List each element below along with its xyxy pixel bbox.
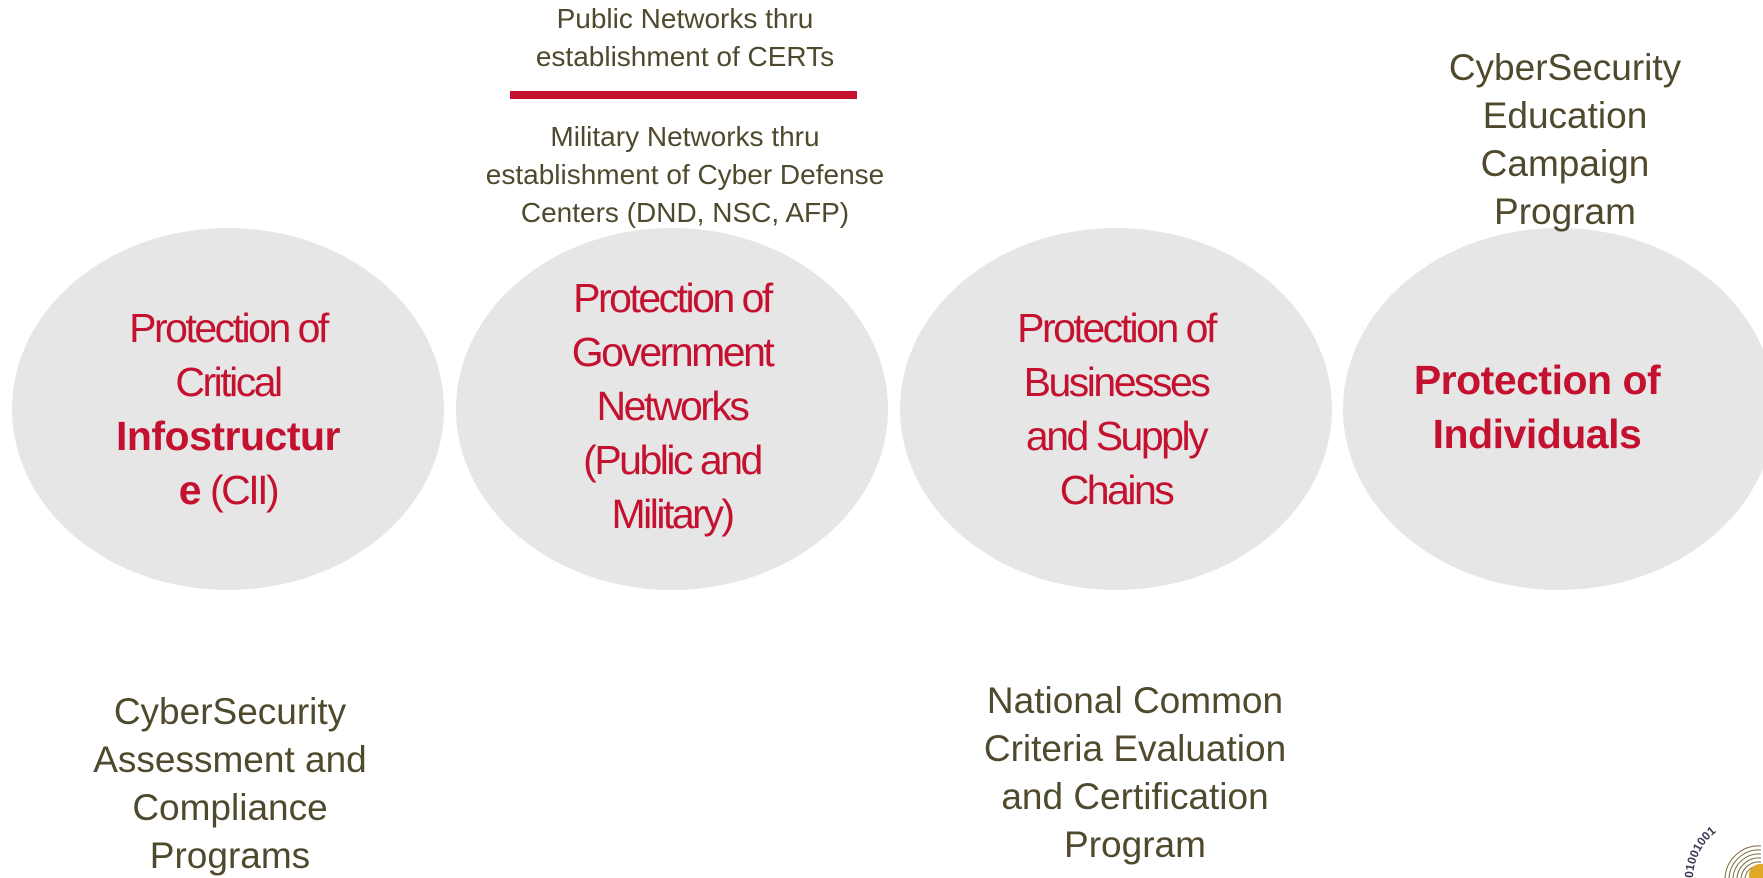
circle-line-bold: Individuals — [1432, 411, 1642, 457]
note-line: Education — [1482, 95, 1648, 136]
note-line: establishment of Cyber Defense — [485, 159, 885, 190]
note-line: Military Networks thru — [550, 121, 820, 152]
circle-line: Government — [571, 329, 775, 375]
circle-government-networks-label: Protection of Government Networks (Publi… — [571, 271, 775, 541]
circle-critical-infostructure: Protection of Critical Infostructur e (C… — [12, 228, 444, 590]
circle-line: Chains — [1059, 467, 1175, 513]
note-line: National Common — [986, 680, 1284, 721]
note-line: CyberSecurity — [1448, 47, 1682, 88]
note-line: establishment of CERTs — [535, 41, 835, 72]
circle-critical-infostructure-label: Protection of Critical Infostructur e (C… — [115, 301, 341, 517]
svg-text:01001001: 01001001 — [1682, 823, 1719, 878]
note-line: Campaign — [1480, 143, 1650, 184]
circle-individuals: Protection of Individuals — [1343, 228, 1763, 590]
circle-line: and Supply — [1025, 413, 1209, 459]
note-line: Compliance — [132, 787, 328, 828]
note-assessment-compliance: CyberSecurity Assessment and Compliance … — [60, 688, 400, 878]
note-military-networks: Military Networks thru establishment of … — [435, 118, 935, 232]
logo-text: 01001001 — [1682, 823, 1719, 878]
circle-individuals-label: Protection of Individuals — [1413, 353, 1661, 461]
circle-line: Networks — [596, 383, 750, 429]
note-line: and Certification — [1001, 776, 1269, 817]
circle-line: Businesses — [1023, 359, 1211, 405]
note-line: Programs — [149, 835, 311, 876]
note-line: Assessment and — [93, 739, 367, 780]
note-common-criteria: National Common Criteria Evaluation and … — [950, 677, 1320, 869]
accent-bar — [510, 91, 857, 99]
circle-line-bold: Infostructur — [115, 413, 341, 459]
circle-line: Protection of — [129, 305, 329, 351]
note-line: Centers (DND, NSC, AFP) — [520, 197, 850, 228]
note-public-networks: Public Networks thru establishment of CE… — [450, 0, 920, 76]
circle-line: Protection of — [573, 275, 773, 321]
circle-businesses-supply-chains-label: Protection of Businesses and Supply Chai… — [1017, 301, 1217, 517]
circle-line-bold: e — [178, 467, 202, 513]
circle-line: Protection of — [1017, 305, 1217, 351]
note-line: Public Networks thru — [556, 3, 814, 34]
note-line: CyberSecurity — [113, 691, 347, 732]
circle-line-bold: Protection of — [1413, 357, 1661, 403]
note-line: Criteria Evaluation — [983, 728, 1287, 769]
note-education-campaign: CyberSecurity Education Campaign Program — [1395, 44, 1735, 236]
circle-government-networks: Protection of Government Networks (Publi… — [456, 228, 888, 590]
circle-line: Military) — [611, 491, 735, 537]
note-line: Program — [1494, 191, 1636, 232]
circle-line-suffix: (CII) — [201, 467, 280, 513]
circle-businesses-supply-chains: Protection of Businesses and Supply Chai… — [900, 228, 1332, 590]
note-line: Program — [1064, 824, 1206, 865]
circle-line: Critical — [175, 359, 283, 405]
circle-line: (Public and — [583, 437, 763, 483]
binary-logo-icon: 01001001 — [1682, 823, 1763, 878]
